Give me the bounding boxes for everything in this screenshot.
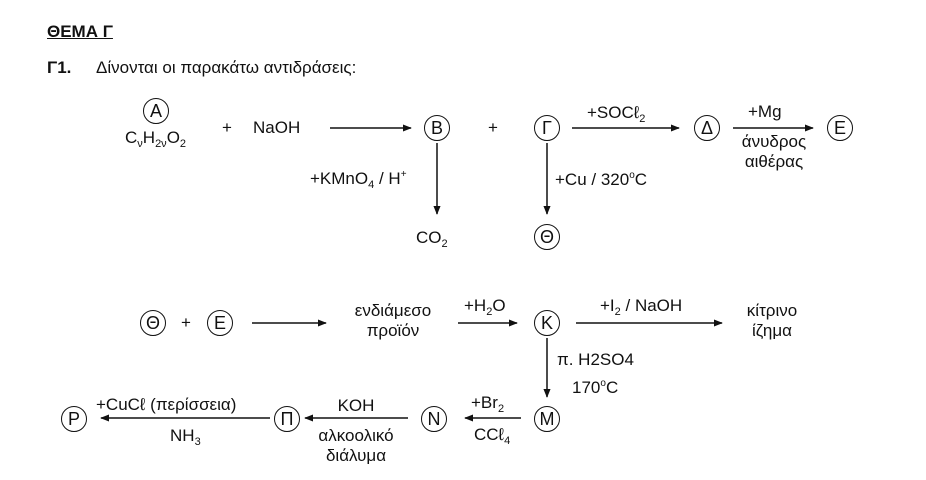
reagent-nh3-sub: 3 (194, 436, 201, 448)
reagent-h2o-h: +H (464, 296, 487, 315)
yellow-precipitate: κίτρινο ίζημα (730, 301, 814, 341)
compound-e: E (827, 115, 853, 141)
section-title: ΘΕΜΑ Γ (47, 22, 113, 41)
temperature-deg: o (600, 378, 606, 389)
reagent-i2-naoh: +I2 / NaOH (600, 296, 682, 318)
reagent-i2-sub: 2 (614, 306, 621, 318)
reagent-h2o-o: O (492, 296, 506, 315)
condition-alcoholic-solution: αλκοολικό διάλυμα (310, 426, 402, 466)
condition-anhydrous-ether: άνυδρος αιθέρας (733, 132, 815, 172)
formula-a-c: C (125, 128, 138, 147)
formula-a: CνH2νO2 (125, 128, 186, 150)
reagent-br2-text: +Br (471, 393, 498, 412)
reagent-cu-text: +Cu / 320 (555, 170, 630, 189)
reagent-nh3: NH3 (170, 426, 201, 448)
solvent-ccl4-text: CCℓ (474, 425, 505, 444)
reagent-cu: +Cu / 320oC (555, 170, 647, 190)
product-co2: CO2 (416, 228, 448, 250)
compound-th: Θ (534, 224, 560, 250)
reagent-h2so4-text: π. H (557, 350, 591, 369)
compound-g: Γ (534, 115, 560, 141)
compound-b: B (424, 115, 450, 141)
compound-m: M (534, 406, 560, 432)
reagent-i2-text: +I (600, 296, 615, 315)
product-co2-sub: 2 (441, 238, 448, 250)
compound-p: Π (274, 406, 300, 432)
question-number: Γ1. (47, 58, 72, 77)
reagent-cucl: +CuCℓ (περίσσεια) (96, 395, 237, 414)
reagent-kmno4: +KMnO4 / H+ (310, 169, 407, 191)
reagent-i2-naoh-text: / NaOH (620, 296, 683, 315)
reagent-socl2-text: +SOCℓ (587, 103, 640, 122)
reagent-br2-sub: 2 (497, 403, 505, 415)
reagent-cu-deg: o (629, 170, 635, 181)
reagent-mg: +Mg (748, 102, 782, 121)
reagent-kmno4-text: +KMnO (310, 169, 369, 188)
reagent-kmno4-sup: + (400, 169, 407, 180)
compound-n: N (421, 406, 447, 432)
temperature-value: 170 (572, 378, 601, 397)
intermediate-line1: ενδιάμεσο (354, 301, 432, 320)
solvent-ccl4-sub: 4 (504, 435, 511, 447)
reagent-h2so4-so4: SO4 (599, 350, 634, 369)
temperature-170: 170oC (572, 378, 618, 398)
intermediate-product: ενδιάμεσο προϊόν (331, 301, 455, 341)
condition-ether: αιθέρας (744, 152, 804, 171)
temperature-unit: C (605, 378, 619, 397)
compound-r: P (61, 406, 87, 432)
plus-sign: + (181, 313, 191, 332)
intermediate-line2: προϊόν (366, 321, 420, 340)
compound-e-2: E (207, 310, 233, 336)
product-co2-text: CO (416, 228, 442, 247)
reagent-socl2: +SOCℓ2 (587, 103, 645, 125)
yellow-line1: κίτρινο (746, 301, 798, 320)
reagent-br2: +Br2 (471, 393, 504, 415)
reagent-nh3-text: NH (170, 426, 195, 445)
plus-sign: + (222, 118, 232, 137)
reagent-h2so4: π. H2SO4 (557, 350, 634, 370)
reagent-cu-c: C (634, 170, 648, 189)
formula-a-h: H (142, 128, 156, 147)
question-text: Δίνονται οι παρακάτω αντιδράσεις: (96, 58, 357, 77)
formula-a-c-sub: ν (137, 138, 143, 150)
reagent-h2o: +H2O (464, 296, 506, 318)
reagent-h2o-sub: 2 (486, 306, 493, 318)
formula-a-o-sub: 2 (179, 138, 187, 150)
reagent-h2so4-two: 2 (590, 350, 600, 369)
compound-a: A (143, 98, 169, 124)
reagent-kmno4-h: / H (374, 169, 401, 188)
reagent-socl2-sub: 2 (639, 113, 646, 125)
formula-a-o: O (166, 128, 180, 147)
condition-alcoholic: αλκοολικό (318, 426, 394, 445)
compound-k: K (534, 310, 560, 336)
condition-solution: διάλυμα (325, 446, 387, 465)
formula-a-h-sub: 2ν (155, 138, 167, 150)
condition-anhydrous: άνυδρος (741, 132, 807, 151)
solvent-ccl4: CCℓ4 (474, 425, 510, 447)
reagent-kmno4-sub: 4 (368, 179, 375, 191)
compound-th-2: Θ (140, 310, 166, 336)
yellow-line2: ίζημα (751, 321, 793, 340)
compound-d: Δ (694, 115, 720, 141)
reagent-naoh: NaOH (253, 118, 301, 137)
plus-sign: + (488, 118, 498, 137)
reagent-koh: KOH (337, 396, 375, 415)
